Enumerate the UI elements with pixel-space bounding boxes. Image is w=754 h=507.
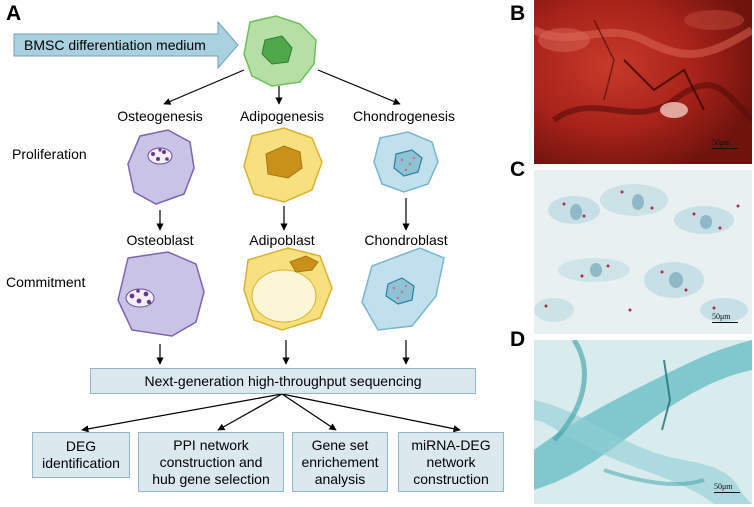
commitment-label: Commitment: [6, 274, 86, 290]
micrograph-b-alizarin-red: 50μm: [534, 0, 752, 164]
analysis-ppi-line2: construction and: [159, 453, 263, 470]
analysis-box-mirna: miRNA-DEG network construction: [398, 432, 504, 492]
panel-label-b: B: [510, 2, 526, 25]
osteoblast-nucleus: [125, 288, 155, 308]
analysis-mirna-line3: construction: [413, 470, 489, 487]
arrow-to-osteogenesis: [163, 69, 245, 105]
panel-label-c: C: [510, 158, 526, 181]
diagram-graphics: [13, 15, 461, 433]
analysis-ppi-line1: PPI network: [173, 436, 249, 453]
analysis-mirna-line1: miRNA-DEG: [411, 436, 491, 453]
medium-arrow-shape: [13, 20, 239, 70]
arrow-to-chondrogenesis: [317, 69, 401, 105]
stem-cell-nucleus: [261, 35, 293, 65]
medium-label: BMSC differentiation medium: [24, 37, 206, 53]
analysis-ppi-line3: hub gene selection: [152, 470, 270, 487]
adipoblast-nucleus: [289, 255, 319, 273]
analysis-box-ppi: PPI network construction and hub gene se…: [138, 432, 284, 492]
adipoblast-lipid-droplet: [251, 269, 317, 323]
osteoblast-label: Osteoblast: [126, 232, 194, 248]
analysis-mirna-line2: network: [426, 453, 476, 470]
micrograph-c-oil-red-o: 50μm: [534, 170, 752, 334]
analysis-geneset-line1: Gene set: [311, 436, 369, 453]
chondroblast-nucleus: [385, 277, 415, 305]
osteoblast-cell: [117, 251, 205, 337]
analysis-deg-line1: DEG: [65, 438, 97, 454]
adipoblast-label: Adipoblast: [249, 232, 315, 248]
analysis-box-deg: DEG identification: [32, 432, 130, 478]
analysis-deg-line2: identification: [42, 455, 120, 471]
osteo-proliferation-cell: [127, 129, 195, 205]
panel-label-a: A: [6, 2, 22, 25]
micrograph-d-alcian-blue: 50μm: [534, 340, 752, 504]
chondro-proliferation-nucleus: [393, 149, 423, 177]
proliferation-label: Proliferation: [12, 146, 87, 162]
chondroblast-label: Chondroblast: [364, 232, 448, 248]
sequencing-box: Next-generation high-throughput sequenci…: [90, 368, 476, 394]
sequencing-label: Next-generation high-throughput sequenci…: [144, 372, 422, 389]
chondrogenesis-label: Chondrogenesis: [353, 108, 455, 124]
adipo-proliferation-nucleus: [265, 145, 303, 179]
analysis-box-geneset: Gene set enrichement analysis: [292, 432, 388, 492]
analysis-geneset-line2: enrichement: [301, 453, 379, 470]
osteogenesis-label: Osteogenesis: [117, 108, 203, 124]
adipogenesis-label: Adipogenesis: [239, 108, 325, 124]
panel-label-d: D: [510, 328, 526, 351]
analysis-geneset-line3: analysis: [314, 470, 366, 487]
